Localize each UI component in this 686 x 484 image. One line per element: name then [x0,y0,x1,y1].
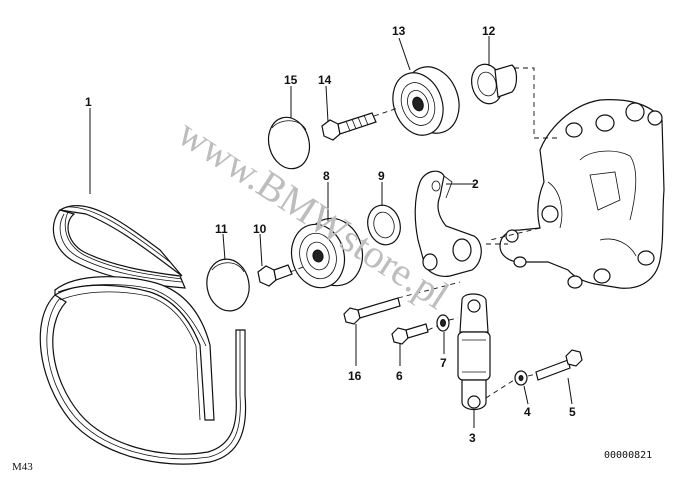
callout-12: 12 [482,24,496,38]
callout-2: 2 [472,177,479,191]
image-code: 00000821 [604,450,652,461]
callout-5: 5 [569,405,576,419]
leader-lines [89,36,573,428]
pulley-cover-15 [267,116,311,170]
callout-15: 15 [284,73,298,87]
callout-4: 4 [524,405,531,419]
callout-10: 10 [253,222,267,236]
bushing-12 [471,63,518,105]
callout-7: 7 [440,356,447,370]
callout-1: 1 [85,95,92,109]
mounting-bracket [499,99,665,289]
tension-damper-3 [457,293,491,411]
callout-13: 13 [392,24,406,38]
callout-numbers: 1 2 3 4 5 6 7 8 9 10 11 12 13 14 15 16 [85,24,576,445]
callout-14: 14 [318,73,332,87]
assembly-guide-lines [289,67,560,399]
tensioner-arm-2 [414,170,482,277]
washer-4 [514,370,528,386]
callout-8: 8 [323,169,330,183]
washer-7 [436,314,450,332]
bolt-16 [343,297,401,325]
pulley-cover-11 [206,258,250,312]
bolt-5 [535,349,583,381]
callout-6: 6 [396,369,403,383]
drive-belt [39,205,247,465]
pulley-8 [290,217,364,289]
corner-label: M43 [12,461,33,473]
bolt-14 [321,112,377,141]
callout-9: 9 [378,169,385,183]
callout-3: 3 [469,431,476,445]
bolt-6 [391,323,429,345]
idler-pulley-13 [392,66,460,136]
callout-16: 16 [348,369,362,383]
washer-9 [367,204,401,246]
callout-11: 11 [215,222,228,236]
bolt-10 [257,264,293,287]
